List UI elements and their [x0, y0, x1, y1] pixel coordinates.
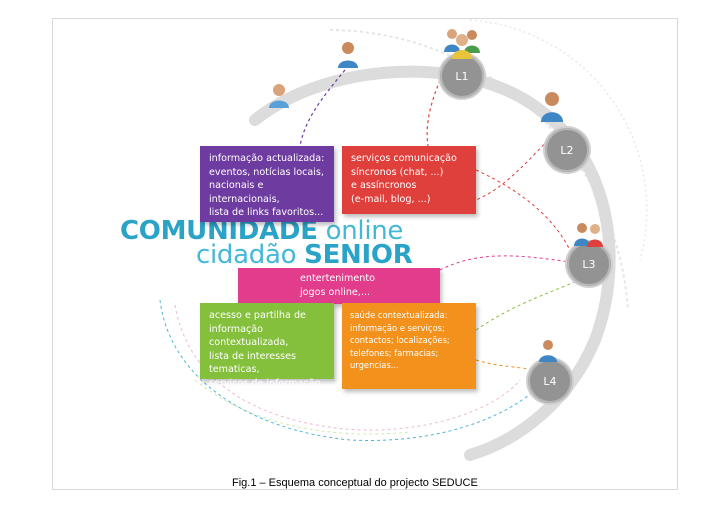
health-box: saúde contextualizada: informação e serv…	[342, 303, 476, 389]
sharing-box-text: acesso e partilha de informação contextu…	[209, 310, 321, 389]
node-l3: L3	[567, 242, 611, 286]
user-icon	[269, 84, 289, 108]
user-icon	[539, 340, 557, 362]
swirl-green	[194, 379, 411, 435]
link-red-l3	[475, 169, 576, 263]
communication-box-text: serviços comunicação síncronos (chat, ..…	[351, 153, 457, 205]
title-cidadao: cidadão	[196, 240, 297, 270]
node-l2: L2	[545, 128, 589, 172]
link-pink-l3	[439, 255, 571, 271]
sharing-box: acesso e partilha de informação contextu…	[200, 303, 334, 389]
user-group-icon	[574, 223, 603, 247]
figure-caption: Fig.1 – Esquema conceptual do projecto S…	[232, 477, 478, 489]
title-online: online	[325, 216, 404, 246]
info-box-text: informação actualizada: eventos, notícia…	[209, 153, 325, 219]
user-group-icon	[444, 29, 480, 59]
title-senior: SENIOR	[304, 240, 413, 270]
link-user-purple	[299, 69, 346, 147]
user-icon	[541, 92, 563, 122]
node-l1: L1	[440, 54, 484, 98]
user-icon	[338, 42, 358, 68]
link-l2-red	[475, 139, 549, 201]
communication-box: serviços comunicação síncronos (chat, ..…	[342, 146, 476, 214]
node-l4: L4	[528, 359, 572, 403]
link-l1-red	[426, 79, 441, 147]
swirl-blue	[159, 299, 546, 441]
title-line-2: cidadão SENIOR	[196, 240, 413, 270]
health-box-text: saúde contextualizada: informação e serv…	[350, 310, 450, 370]
info-box: informação actualizada: eventos, notícia…	[200, 146, 334, 222]
link-green-l3	[475, 279, 579, 331]
entertainment-box: entertenimento jogos online,...	[238, 268, 440, 304]
entertainment-box-text: entertenimento jogos online,...	[300, 273, 375, 298]
